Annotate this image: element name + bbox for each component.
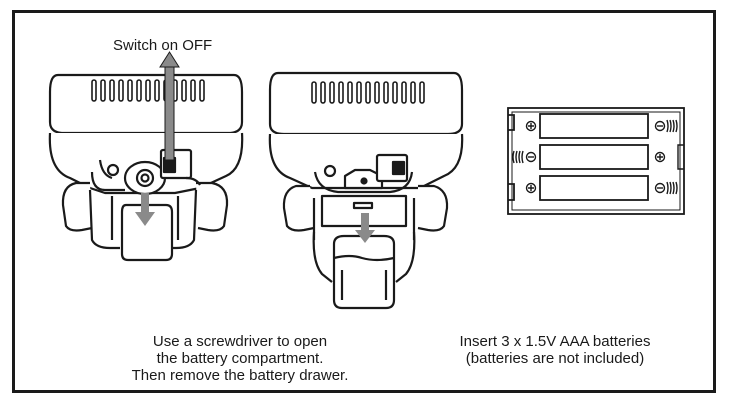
caption-line: Use a screwdriver to open <box>152 333 328 350</box>
holder-clips <box>677 144 684 170</box>
caption-open-compartment: Use a screwdriver to open the battery co… <box>100 333 380 384</box>
arrow-down-drawer-icon <box>135 193 155 226</box>
polarity-markings <box>512 119 678 195</box>
caption-line: Then remove the battery drawer. <box>131 367 349 384</box>
caption-line: Insert 3 x 1.5V AAA batteries <box>459 333 651 350</box>
device-left <box>48 73 244 262</box>
switch-instruction-label: Switch on OFF <box>113 37 213 54</box>
battery-holder <box>507 107 685 215</box>
caption-line: (batteries are not included) <box>465 350 645 367</box>
arrow-up-switch-icon <box>159 51 180 161</box>
caption-insert-batteries: Insert 3 x 1.5V AAA batteries (batteries… <box>430 333 680 367</box>
caption-line: the battery compartment. <box>156 350 324 367</box>
device-middle <box>268 71 464 310</box>
arrow-down-remove-drawer-icon <box>355 213 375 243</box>
